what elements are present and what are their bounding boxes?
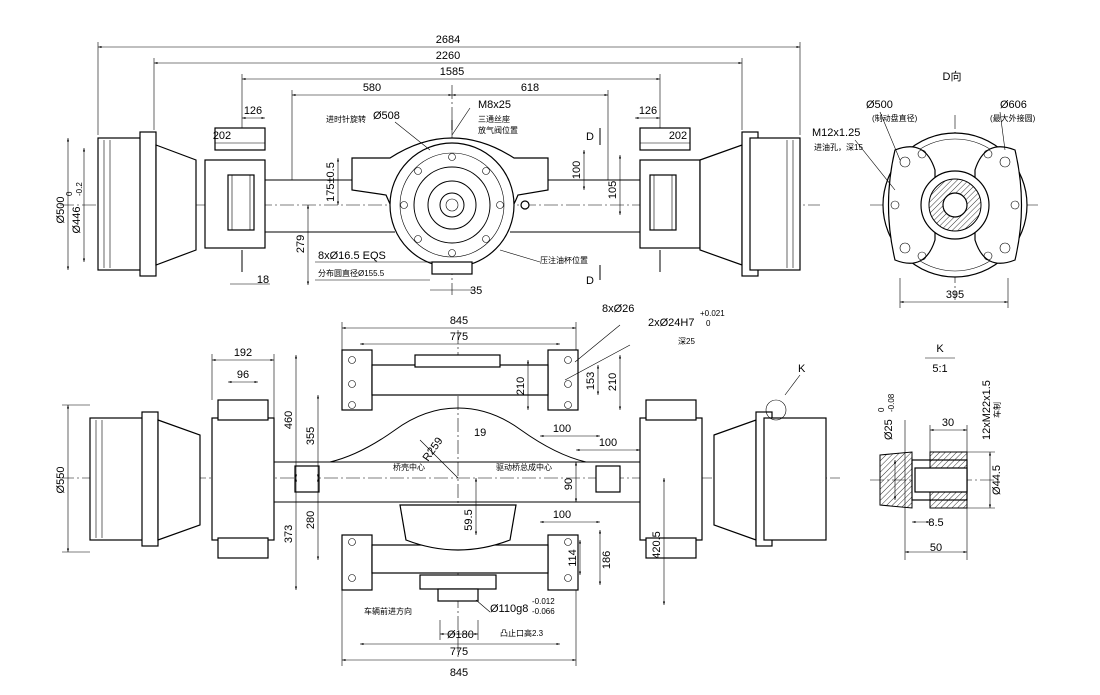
dim-126-right: 126 [639,105,657,117]
side-w395: 395 [946,289,964,301]
side-thread: M12x1.25 [812,127,860,139]
side-d500-note: (制动盘直径) [872,113,918,123]
front-dim-100b: 100 [599,437,617,449]
detail-thread-note: 车制 [992,402,1002,418]
dim-279: 279 [295,235,307,253]
front-dim-153: 153 [585,372,597,390]
detail-d44: Ø44.5 [991,465,1003,495]
front-dim-boss: 凸止口高2.3 [500,628,544,638]
note-pcd: 分布圆直径Ø155.5 [318,268,385,278]
detail-d25: Ø25 [883,419,895,440]
dim-flange: 2260 [436,50,460,62]
front-dim-fit-lower: 0 [706,319,711,328]
front-dim-d180: Ø180 [447,629,474,641]
front-dim-holes26: 8xØ26 [602,303,634,315]
detail-k: K 5:1 Ø25 0 -0.08 30 12xM22x1.5 车制 Ø44.5… [870,343,1003,560]
front-dim-186: 186 [601,551,613,569]
front-dim-59: 59.5 [463,509,475,530]
detail-w8: 8.5 [928,517,943,529]
dim-d446-lower: -0.2 [75,182,84,196]
side-d606: Ø606 [1000,99,1027,111]
front-dim-d110-upper: -0.012 [532,597,555,606]
side-title: D向 [943,69,962,83]
note-rotation: 进时针旋转 [326,114,366,124]
detail-d25-lower: -0.08 [887,393,896,412]
dim-35: 35 [470,285,482,297]
dim-100: 100 [571,161,583,179]
front-dim-355: 355 [305,427,317,445]
front-label-k: K [798,363,806,375]
dim-126-left: 126 [244,105,262,117]
note-axle-center: 桥壳中心 [393,462,425,472]
front-dim-fit: 2xØ24H7 [648,317,694,329]
side-view: D向 Ø500 (制动盘直径) Ø606 (最大外接圆) M12x1.25 进油… [812,69,1040,308]
dim-bore-508: Ø508 [373,110,400,122]
front-dim-d550: Ø550 [55,467,67,494]
dim-105: 105 [607,181,619,199]
dim-m8: M8x25 [478,99,511,111]
dim-d500: Ø500 [55,197,67,224]
front-dim-19: 19 [474,427,486,439]
dim-175: 175±0.5 [325,162,337,202]
dim-holes: 8xØ16.5 EQS [318,250,386,262]
detail-d25-upper: 0 [877,407,886,412]
front-dim-114: 114 [567,549,579,567]
front-dim-420: 420.5 [651,531,663,559]
front-dim-280: 280 [305,511,317,529]
front-dim-96: 96 [237,369,249,381]
top-view: 2684 2260 1585 580 618 126 126 202 202 Ø… [55,34,820,297]
front-dim-100c: 100 [553,509,571,521]
note-vent2: 放气阀位置 [478,125,518,135]
front-view: 845 775 8xØ26 2xØ24H7 +0.021 0 深25 192 9… [55,303,840,679]
front-dim-373: 373 [283,525,295,543]
front-dim-845-bottom: 845 [450,667,468,679]
dim-202-right: 202 [669,130,687,142]
detail-title: K [936,343,944,355]
note-oil: 压注油杯位置 [540,255,588,265]
detail-w30: 30 [942,417,954,429]
note-forward: 车辆前进方向 [364,606,412,616]
dim-right-offset: 618 [521,82,539,94]
front-dim-d110-lower: -0.066 [532,607,555,616]
front-dim-210a: 210 [515,377,527,395]
detail-scale: 5:1 [932,363,947,375]
front-dim-460: 460 [283,411,295,429]
note-reducer-center: 驱动桥总成中心 [496,462,552,472]
front-dim-depth: 深25 [678,337,695,346]
side-thread-note: 进油孔，深15 [814,142,863,152]
detail-w50: 50 [930,542,942,554]
dim-overall: 2684 [436,34,460,46]
dim-d446-upper: 0 [65,191,74,196]
front-dim-r259: R259 [421,435,446,463]
section-d-bottom: D [586,275,594,287]
front-dim-192: 192 [234,347,252,359]
front-dim-845-top: 845 [450,315,468,327]
front-dim-210b: 210 [607,373,619,391]
section-d-top: D [586,131,594,143]
side-d606-note: (最大外接圆) [990,113,1036,123]
dim-spring: 1585 [440,66,464,78]
front-dim-d110: Ø110g8 [490,603,528,615]
front-dim-100a: 100 [553,423,571,435]
dim-202-left: 202 [213,130,231,142]
detail-thread: 12xM22x1.5 [981,380,993,440]
dim-left-offset: 580 [363,82,381,94]
note-vent: 三通丝座 [478,114,510,124]
front-dim-90: 90 [563,478,575,490]
side-d500: Ø500 [866,99,893,111]
front-dim-fit-upper: +0.021 [700,309,725,318]
dim-d446: Ø446 [71,207,83,234]
front-dim-775-bottom: 775 [450,646,468,658]
dim-18: 18 [257,274,269,286]
front-dim-775-top: 775 [450,331,468,343]
